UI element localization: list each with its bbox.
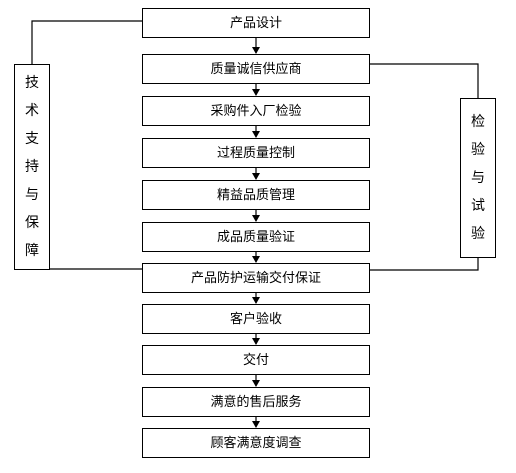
flow-step-label: 过程质量控制	[216, 145, 295, 161]
flow-step-delivery: 交付	[142, 345, 370, 375]
left-bracket-lines	[31, 20, 142, 270]
panel-char: 与	[471, 170, 485, 186]
panel-char: 检	[471, 114, 485, 130]
right-bracket-lines	[370, 63, 479, 271]
flow-step-label: 精益品质管理	[216, 187, 295, 203]
technical-support-panel: 技 术 支 持 与 保 障	[14, 64, 50, 270]
flow-step-customer-acceptance: 客户验收	[142, 304, 370, 334]
flow-step-product-design: 产品设计	[142, 8, 370, 38]
flow-step-quality-supplier: 质量诚信供应商	[142, 54, 370, 84]
panel-char: 障	[25, 243, 39, 259]
panel-char: 技	[25, 75, 39, 91]
right-bracket-bottom	[370, 258, 479, 271]
flow-step-label: 客户验收	[229, 311, 282, 327]
panel-char: 与	[25, 187, 39, 203]
panel-char: 支	[25, 131, 39, 147]
panel-char: 验	[471, 142, 485, 158]
panel-char: 术	[25, 103, 39, 119]
flow-step-label: 交付	[242, 352, 269, 368]
flow-step-lean-quality-management: 精益品质管理	[142, 180, 370, 210]
left-bracket-top	[31, 20, 142, 64]
flow-step-label: 满意的售后服务	[210, 394, 302, 410]
flow-step-protection-transport-delivery: 产品防护运输交付保证	[142, 263, 370, 293]
flow-step-incoming-inspection: 采购件入厂检验	[142, 96, 370, 126]
flow-step-label: 成品质量验证	[216, 229, 295, 245]
flow-step-process-quality-control: 过程质量控制	[142, 138, 370, 168]
flow-step-customer-satisfaction-survey: 顾客满意度调查	[142, 428, 370, 458]
panel-char: 验	[471, 226, 485, 242]
flow-step-label: 采购件入厂检验	[210, 103, 302, 119]
flow-step-after-sales-service: 满意的售后服务	[142, 387, 370, 417]
right-bracket-top	[370, 63, 479, 98]
panel-char: 保	[25, 215, 39, 231]
flow-step-label: 质量诚信供应商	[210, 61, 302, 77]
flow-step-label: 产品设计	[229, 15, 282, 31]
inspection-testing-panel: 检 验 与 试 验	[460, 98, 496, 258]
panel-char: 试	[471, 198, 485, 214]
flow-step-label: 产品防护运输交付保证	[190, 270, 321, 286]
flow-step-finished-product-verification: 成品质量验证	[142, 222, 370, 252]
panel-char: 持	[25, 159, 39, 175]
flow-step-label: 顾客满意度调查	[210, 435, 302, 451]
